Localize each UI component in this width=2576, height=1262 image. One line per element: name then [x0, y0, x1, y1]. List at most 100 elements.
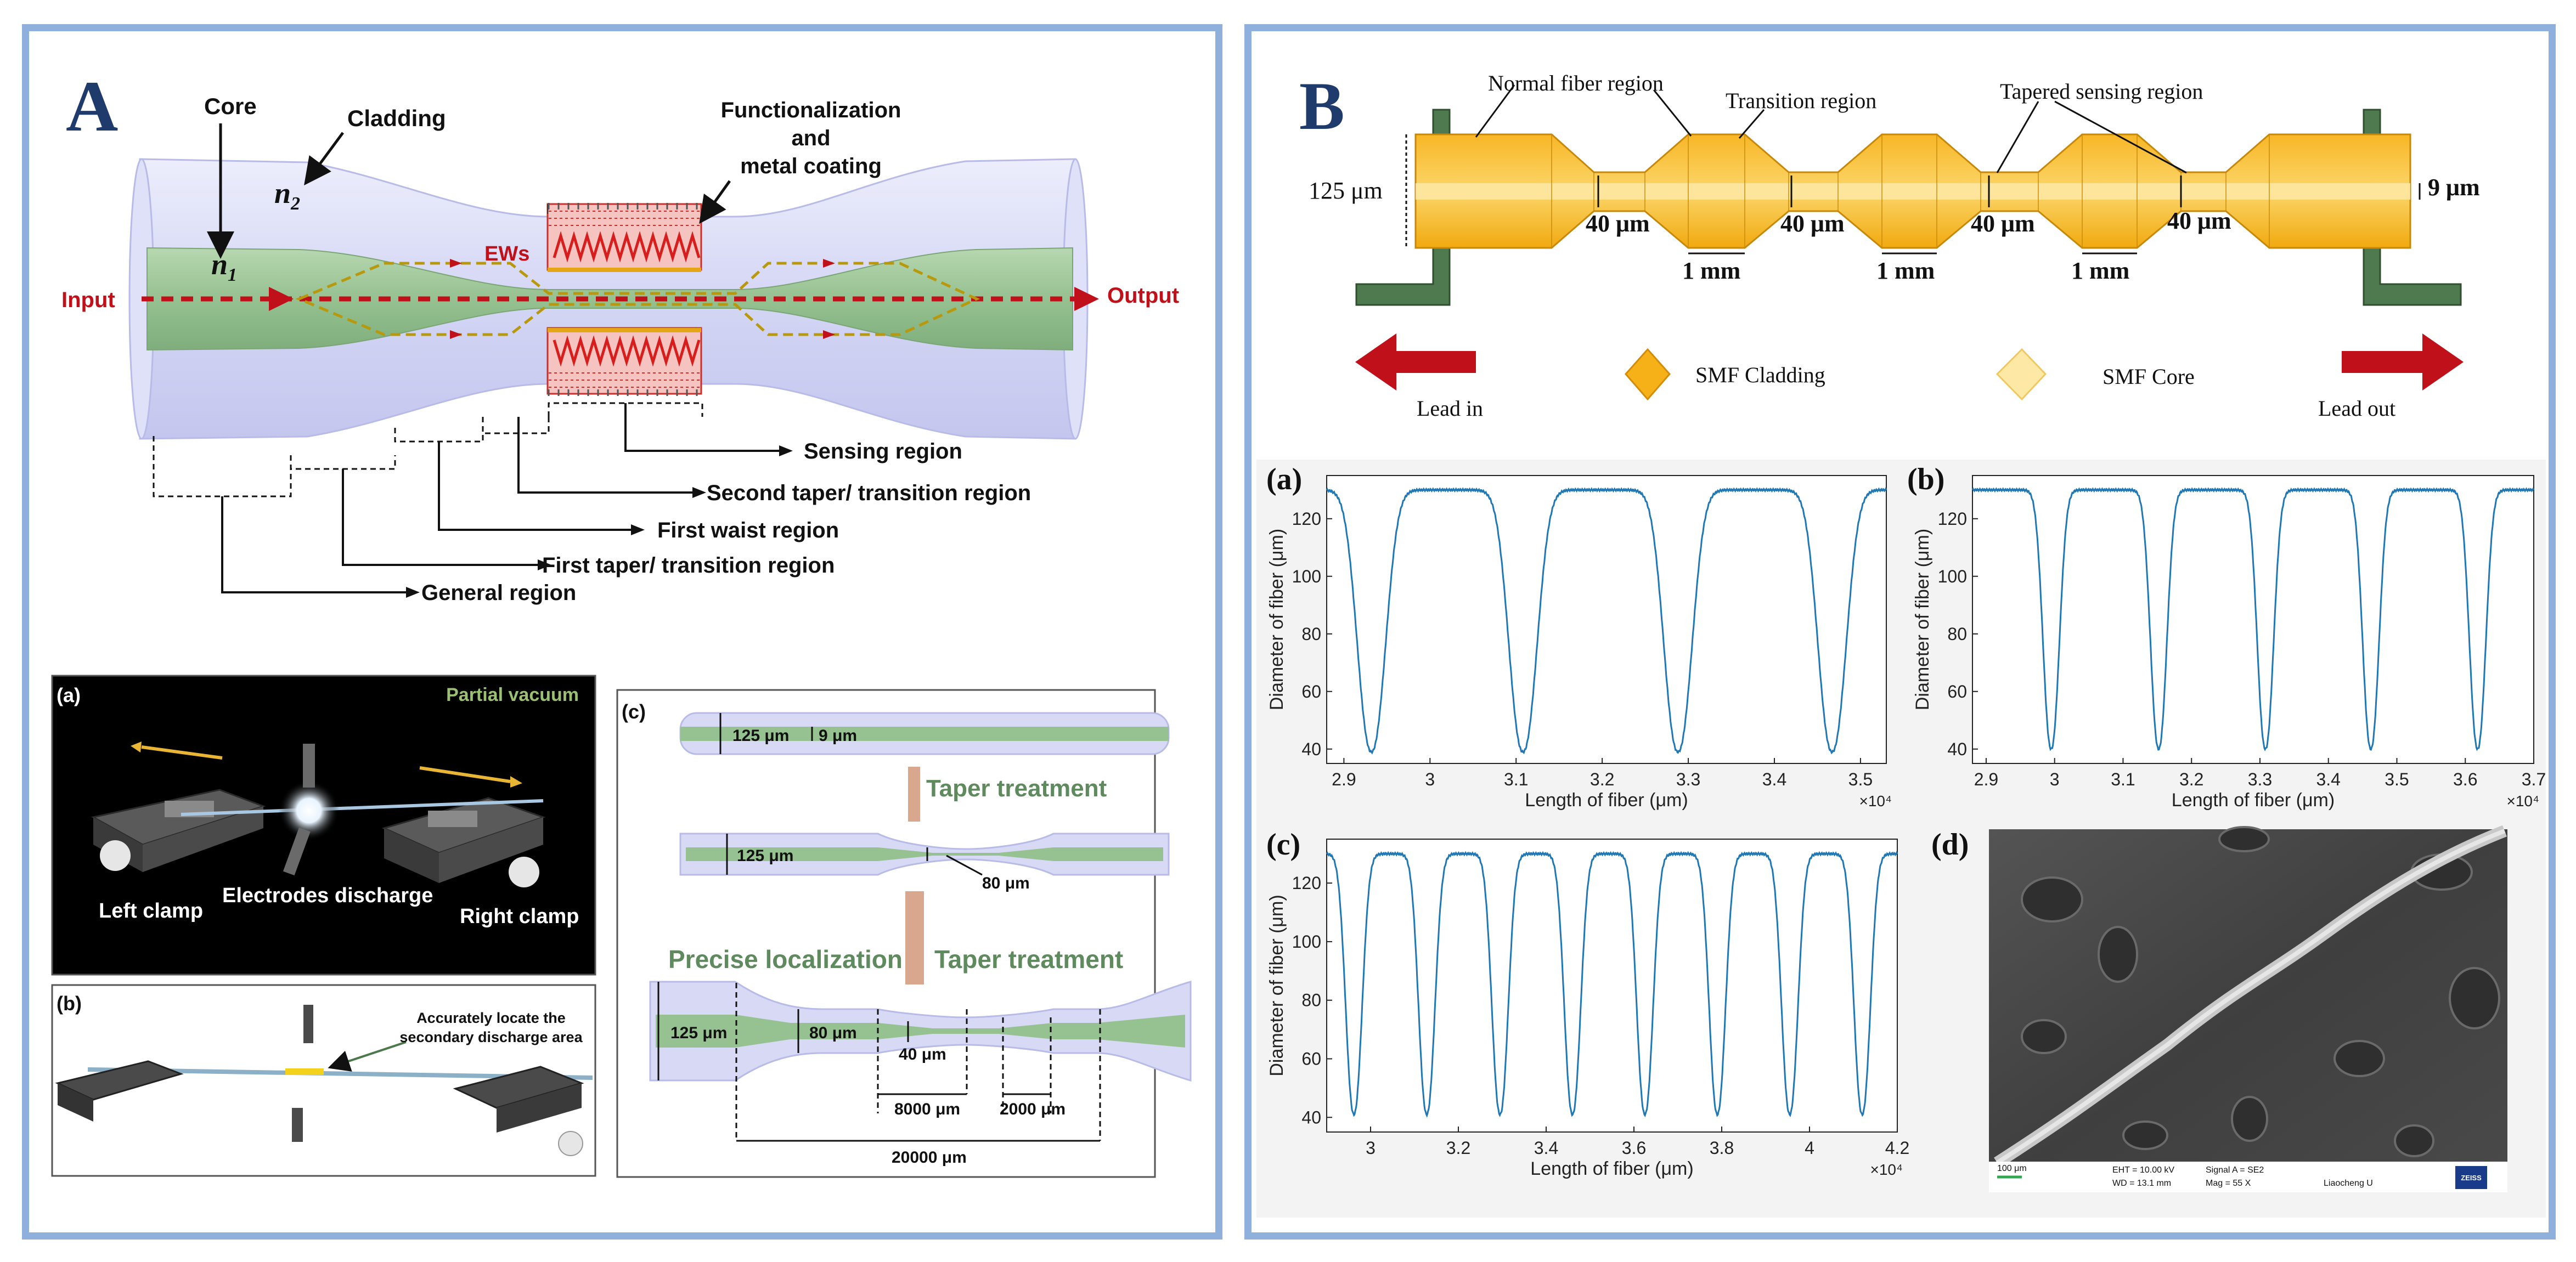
y-tick-label: 60 — [1947, 682, 1967, 701]
svg-text:EHT = 10.00 kV: EHT = 10.00 kV — [2112, 1165, 2174, 1175]
waist-40-2: 40 μm — [1780, 210, 1845, 237]
fiber-final: 125 μm 80 μm 40 μm 8000 μm 2000 μm 20000… — [649, 981, 1192, 1167]
svg-text:ZEISS: ZEISS — [2461, 1174, 2482, 1182]
dim-9: 9 μm — [2428, 174, 2480, 201]
fiber-core — [146, 247, 1073, 351]
sem-image: (d) 100 μm EHT = 10.00 kV WD = 13.1 mm — [1931, 825, 2507, 1192]
panel-a-letter: A — [66, 66, 118, 146]
functionalization-label-2: and — [791, 126, 830, 150]
length-1mm-2: 1 mm — [1876, 257, 1935, 284]
functional-coating-bottom — [546, 327, 702, 396]
region-first-waist: First waist region — [657, 518, 839, 542]
x-tick-label: 4.2 — [1885, 1138, 1909, 1158]
n2-label: n2 — [274, 177, 300, 214]
x-tick-label: 3.2 — [1446, 1138, 1470, 1158]
region-sensing: Sensing region — [804, 439, 962, 463]
ew-small-arrows — [450, 259, 835, 339]
lead-in-arrow — [1355, 333, 1476, 391]
electrode-b-top — [303, 1005, 313, 1043]
taper-treatment-1: Taper treatment — [926, 775, 1107, 802]
x-tick-label: 3.1 — [2111, 769, 2135, 789]
svg-text:WD = 13.1 mm: WD = 13.1 mm — [2112, 1179, 2171, 1188]
x-tick-label: 2.9 — [1332, 769, 1356, 789]
region-brackets — [153, 402, 779, 593]
subpanel-a-photo: (a) Partial vacuum — [51, 675, 596, 976]
subpanel-c-tag: (c) — [622, 700, 646, 723]
precise-localization: Precise localization — [668, 945, 903, 974]
normal-fiber-label: Normal fiber region — [1488, 71, 1664, 95]
diameter-series-line — [1326, 487, 1887, 755]
y-tick-label: 40 — [1301, 1107, 1321, 1127]
core-label: Core — [204, 93, 257, 119]
fiber-main-diagram: Core Cladding n2 n1 EWs Input Output Fun… — [61, 93, 1179, 605]
svg-text:40 μm: 40 μm — [899, 1045, 946, 1063]
region-general: General region — [421, 581, 576, 605]
fiber-in-clamps — [181, 799, 544, 816]
x-multiplier: ×10⁴ — [1859, 793, 1892, 810]
y-axis-label: Diameter of fiber (μm) — [1266, 895, 1287, 1076]
y-tick-label: 40 — [1947, 739, 1967, 759]
smf-core-swatch — [1996, 348, 2047, 401]
left-clamp-label: Left clamp — [99, 899, 203, 923]
x-tick-label: 3.6 — [2453, 769, 2477, 789]
x-axis-label: Length of fiber (μm) — [2172, 790, 2335, 811]
y-tick-label: 100 — [1292, 567, 1321, 586]
panel-b: B Normal f — [1256, 69, 2546, 1218]
chart-tag: (c) — [1266, 828, 1300, 862]
right-clamp-illustration — [381, 797, 546, 887]
x-tick-label: 3 — [2050, 769, 2060, 789]
right-clamp-label: Right clamp — [460, 905, 579, 928]
right-pull-arrow — [419, 766, 511, 783]
functionalization-label-1: Functionalization — [721, 98, 901, 122]
x-tick-label: 3.1 — [1504, 769, 1528, 789]
cladding-label: Cladding — [347, 105, 446, 131]
region-arrowheads — [406, 445, 793, 598]
plot-area — [1972, 475, 2534, 764]
taper-arrow-2 — [905, 891, 924, 984]
smf-cladding-swatch — [1625, 348, 1671, 401]
taper-arrow-1 — [908, 767, 920, 822]
y-axis-label: Diameter of fiber (μm) — [1912, 529, 1933, 710]
left-pull-arrow — [141, 745, 223, 760]
y-tick-label: 100 — [1938, 567, 1967, 586]
x-multiplier: ×10⁴ — [2506, 793, 2539, 810]
smf-cladding-label: SMF Cladding — [1695, 363, 1825, 387]
smf-core-label: SMF Core — [2102, 364, 2195, 389]
electrode-bottom — [283, 827, 311, 876]
tapered-sensing-label: Tapered sensing region — [2000, 79, 2203, 104]
x-tick-label: 3.6 — [1622, 1138, 1646, 1158]
clamp-left — [1355, 109, 1451, 306]
y-tick-label: 100 — [1292, 932, 1321, 952]
x-tick-label: 3.5 — [1848, 769, 1873, 789]
plot-area — [1326, 475, 1887, 764]
svg-text:80 μm: 80 μm — [982, 874, 1030, 892]
svg-text:Signal A = SE2: Signal A = SE2 — [2206, 1165, 2264, 1175]
svg-text:9 μm: 9 μm — [819, 727, 857, 745]
svg-text:Mag = 55 X: Mag = 55 X — [2206, 1179, 2251, 1188]
x-tick-label: 3.7 — [2522, 769, 2546, 789]
discharge-area-marker — [285, 1068, 324, 1075]
evanescent-wave-path — [295, 262, 980, 336]
x-tick-label: 3.2 — [1590, 769, 1614, 789]
locate-note-2: secondary discharge area — [399, 1029, 583, 1045]
transition-region-label: Transition region — [1726, 88, 1876, 113]
coating-pointer — [699, 180, 731, 224]
subpanel-a-tag: (a) — [57, 684, 81, 706]
functionalization-label-3: metal coating — [740, 154, 882, 178]
y-tick-label: 80 — [1301, 624, 1321, 644]
dim-125: 125 μm — [1309, 177, 1383, 204]
svg-text:8000 μm: 8000 μm — [894, 1100, 960, 1118]
n1-label: n1 — [211, 248, 237, 285]
y-tick-label: 80 — [1947, 624, 1967, 644]
fiber-tapered: 125 μm 80 μm — [679, 833, 1170, 892]
electrodes-label: Electrodes discharge — [222, 884, 433, 907]
chart-tag: (b) — [1907, 462, 1944, 496]
clamp-right — [2363, 109, 2462, 306]
lead-in-label: Lead in — [1417, 396, 1483, 421]
svg-text:125 μm: 125 μm — [732, 727, 789, 745]
x-tick-label: 3.4 — [2316, 769, 2340, 789]
lead-out-arrow — [2342, 333, 2464, 391]
output-label: Output — [1107, 284, 1179, 308]
